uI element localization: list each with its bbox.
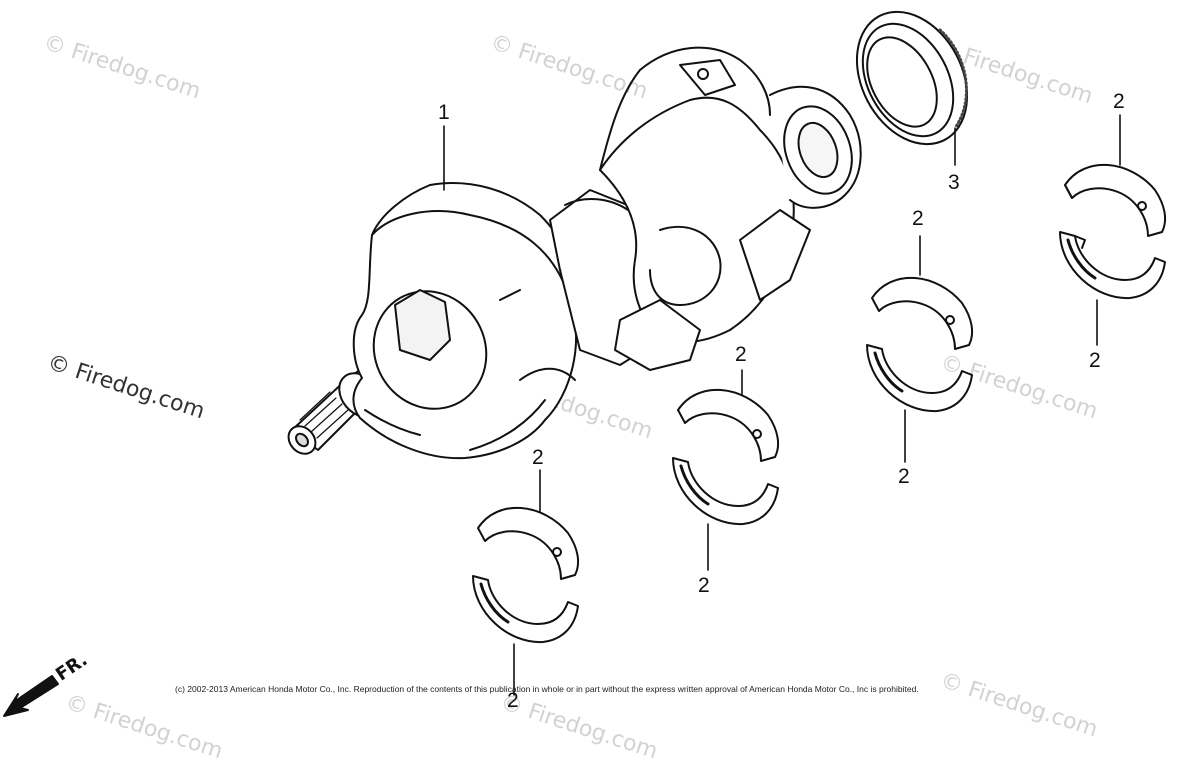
- oil-seal: [855, 10, 969, 146]
- bearing-pair-upper-right: [1059, 163, 1167, 300]
- bearing-pair-mid-right: [866, 276, 974, 413]
- callout-bearing-7: 2: [532, 446, 544, 469]
- crankshaft-parts-diagram: [3, 10, 1167, 717]
- leader-lines: [443, 114, 1121, 696]
- callout-oil-seal: 3: [948, 171, 960, 194]
- copyright-notice: (c) 2002-2013 American Honda Motor Co., …: [175, 684, 919, 694]
- callout-bearing-3: 2: [912, 207, 924, 230]
- callout-bearing-4: 2: [898, 465, 910, 488]
- callout-bearing-8: 2: [507, 689, 519, 712]
- bearing-pair-center: [672, 388, 780, 526]
- callout-bearing-2: 2: [1089, 349, 1101, 372]
- callout-bearing-6: 2: [698, 574, 710, 597]
- callout-bearing-5: 2: [735, 343, 747, 366]
- crankshaft: [287, 46, 862, 460]
- bearing-pair-lower: [472, 506, 580, 644]
- callout-bearing-1: 2: [1113, 90, 1125, 113]
- front-direction-arrow: [3, 675, 59, 717]
- callout-crankshaft: 1: [438, 101, 450, 124]
